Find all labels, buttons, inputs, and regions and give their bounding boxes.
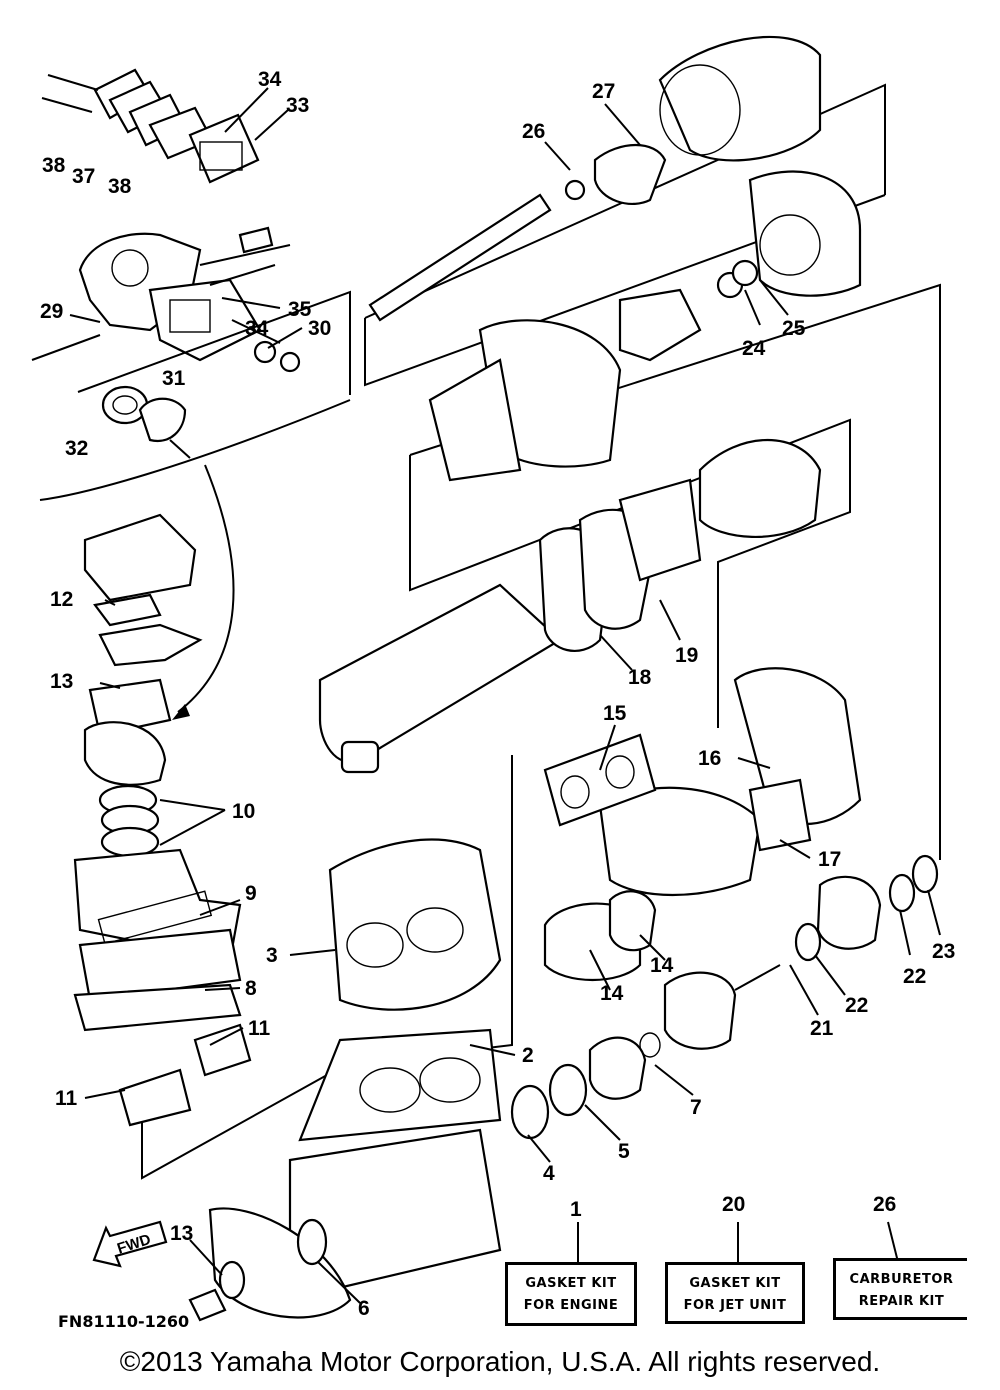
kit-number-1: 1 [570,1198,582,1221]
kit-number-20: 20 [722,1193,746,1216]
callout-5: 5 [618,1140,630,1163]
callout-32: 32 [65,437,88,460]
callout-16: 16 [698,747,721,770]
callout-11a: 11 [248,1017,271,1040]
leader-lines [69,87,941,1304]
engine-block [188,838,502,1322]
callout-22b: 22 [845,994,868,1017]
callout-12b: 13 [50,670,73,693]
callout-4: 4 [543,1162,555,1185]
drive-shaft [368,179,586,322]
kit-line-2: FOR JET UNIT [683,1298,787,1313]
callout-31: 31 [162,367,186,390]
callout-36: 34 [258,68,282,91]
callout-6: 6 [358,1297,370,1320]
callout-17: 17 [818,848,841,871]
fwd-arrow-icon: FWD [92,1220,168,1268]
callout-38: 38 [42,154,66,177]
callout-2: 2 [522,1044,534,1067]
kit-line-2: REPAIR KIT [858,1294,945,1309]
intake-manifold [73,513,252,1127]
callout-22a: 22 [903,965,926,988]
callout-9: 9 [245,882,257,905]
callout-33: 34 [245,317,269,340]
callout-18: 18 [628,666,652,689]
callout-3: 3 [266,944,278,967]
callout-19: 19 [675,644,698,667]
callout-27: 27 [592,80,615,103]
callout-25: 25 [782,317,806,340]
kit-line-1: CARBURETOR [849,1272,954,1287]
callout-29: 29 [40,300,63,323]
carburetor-assembly [31,68,301,459]
callout-13: 13 [170,1222,193,1245]
kit-box-jet-gasket: GASKET KIT FOR JET UNIT [665,1262,805,1324]
callout-24: 24 [742,337,766,360]
kit-number-26: 26 [873,1193,897,1216]
kit-box-carburetor: CARBURETOR REPAIR KIT [833,1258,967,1320]
jet-nozzle [593,35,862,299]
impeller-housing [428,288,702,482]
kit-line-1: GASKET KIT [689,1276,781,1291]
callout-labels: 34 33 38 37 38 27 26 29 35 34 30 31 32 2… [40,68,955,1320]
exhaust-system [318,439,862,897]
callout-14a: 14 [650,954,674,977]
callout-23: 23 [932,940,955,963]
callout-35: 33 [286,94,309,117]
exploded-parts-diagram: 34 33 38 37 38 27 26 29 35 34 30 31 32 2… [31,35,955,1322]
callout-15: 15 [603,702,627,725]
callout-37: 37 [72,165,95,188]
callout-12a: 12 [50,588,73,611]
callout-34: 35 [288,298,312,321]
kit-box-engine-gasket: GASKET KIT FOR ENGINE [505,1262,637,1326]
copyright-notice: ©2013 Yamaha Motor Corporation, U.S.A. A… [119,1346,881,1377]
drawing-code: FN81110-1260 [58,1312,190,1331]
kit-line-1: GASKET KIT [525,1276,617,1291]
callout-21: 21 [810,1017,834,1040]
callout-30: 30 [308,317,331,340]
callout-26: 26 [522,120,545,143]
kit-line-2: FOR ENGINE [523,1298,619,1313]
callout-10: 10 [232,800,255,823]
callout-14b: 14 [600,982,624,1005]
callout-7: 7 [690,1096,702,1119]
callout-11b: 11 [55,1087,78,1110]
callout-38b: 38 [108,175,132,198]
callout-8: 8 [245,977,257,1000]
crankshaft-assembly [510,854,939,1140]
